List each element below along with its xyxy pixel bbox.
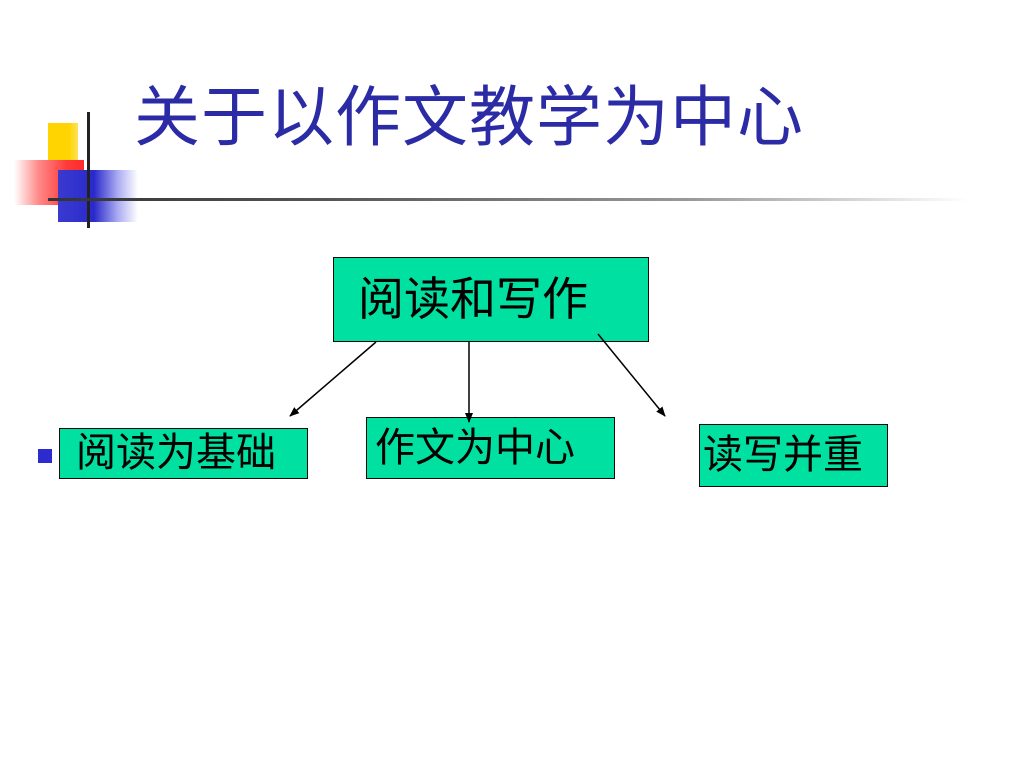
bullet-square-icon: [38, 449, 52, 463]
child-node-writing-center: 作文为中心: [366, 417, 615, 479]
child-node-equal-emphasis: 读写并重: [699, 424, 888, 487]
slide-title: 关于以作文教学为中心: [134, 79, 804, 156]
arrow-to-reading-foundation: [289, 341, 377, 417]
root-node: 阅读和写作: [333, 257, 649, 342]
logo-vertical-line: [87, 112, 90, 228]
title-underline: [48, 198, 968, 201]
arrow-to-equal-emphasis: [597, 333, 666, 417]
child-node-reading-foundation: 阅读为基础: [59, 428, 308, 479]
logo-blue-gradient-bar: [58, 170, 138, 222]
